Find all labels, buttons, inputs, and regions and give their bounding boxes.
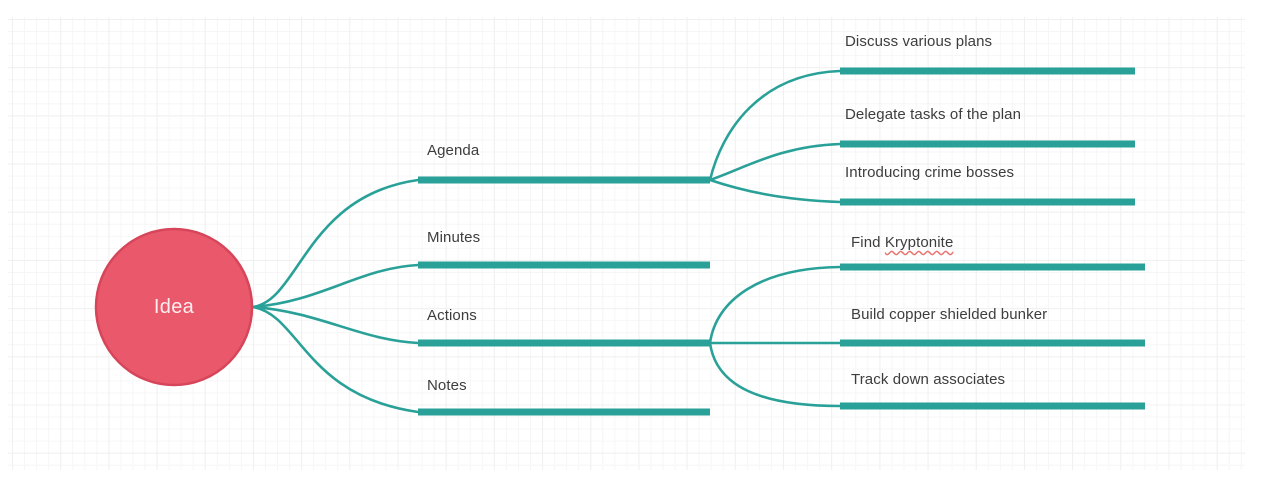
branch-curve-agenda [251, 178, 420, 309]
branch-label-agenda[interactable]: Agenda [427, 142, 480, 159]
leaf-label-delegate-tasks-of-the-plan[interactable]: Delegate tasks of the plan [845, 106, 1022, 123]
root-node-label: Idea [153, 295, 195, 318]
branch-label-notes[interactable]: Notes [427, 377, 467, 394]
leaf-curve-find-kryptonite [708, 265, 842, 345]
branch-curve-notes [251, 305, 420, 414]
branch-curve-actions [251, 305, 420, 345]
root-node-circle[interactable] [94, 227, 254, 387]
branch-curve-minutes [251, 263, 420, 309]
leaf-label-build-copper-shielded-bunker[interactable]: Build copper shielded bunker [851, 306, 1048, 323]
leaf-curve-track-down-associates [708, 341, 842, 408]
leaf-label-find-kryptonite-prefix: Find [851, 234, 885, 251]
leaf-label-find-kryptonite-misspelled-word: Kryptonite [884, 234, 954, 251]
leaf-label-find-kryptonite[interactable]: Find Kryptonite [851, 234, 953, 252]
leaf-curve-discuss-various-plans [708, 69, 842, 182]
branch-label-minutes[interactable]: Minutes [427, 229, 481, 246]
grid-background [8, 17, 1245, 470]
branch-label-actions[interactable]: Actions [427, 307, 477, 324]
leaf-label-discuss-various-plans[interactable]: Discuss various plans [845, 33, 993, 50]
leaf-label-introducing-crime-bosses[interactable]: Introducing crime bosses [845, 164, 1015, 181]
leaf-label-track-down-associates[interactable]: Track down associates [851, 371, 1006, 388]
leaf-curve-introducing-crime-bosses [708, 178, 842, 204]
leaf-curve-delegate-tasks-of-the-plan [708, 142, 842, 182]
